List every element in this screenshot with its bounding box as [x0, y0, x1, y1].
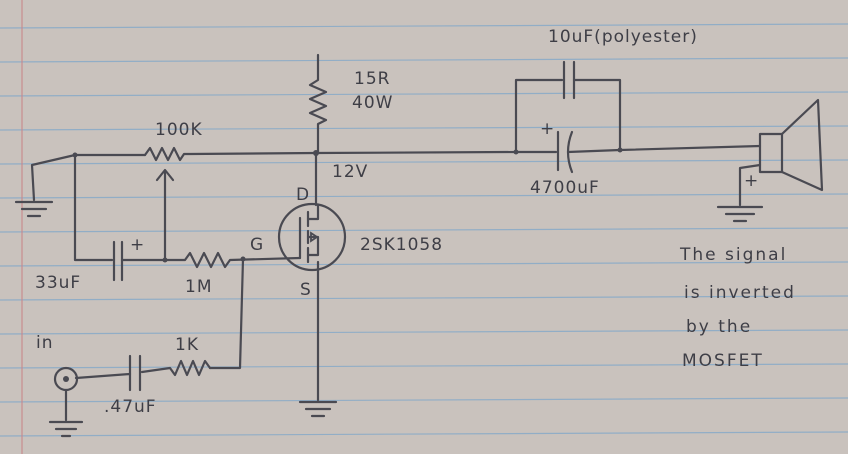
- ground-symbol-source: [298, 400, 338, 418]
- resistor-1m: [163, 251, 302, 269]
- left-ground-lead: [30, 153, 77, 202]
- label-1m: 1M: [185, 277, 212, 297]
- speaker-cone: [780, 98, 824, 192]
- label-mosfet-part: 2SK1058: [360, 235, 443, 255]
- label-047uf: .47uF: [104, 397, 157, 417]
- out-to-speaker-wire: [618, 144, 762, 152]
- label-100k: 100K: [155, 120, 203, 140]
- label-40w: 40W: [352, 93, 393, 113]
- ruled-lines: [0, 23, 848, 437]
- note-line-4: MOSFET: [682, 351, 764, 371]
- ground-symbol-speaker: [716, 205, 764, 223]
- label-10uf: 10uF(polyester): [548, 27, 698, 47]
- rail-right-wire: [314, 150, 518, 155]
- plus-4700uf: +: [540, 119, 555, 139]
- plus-speaker: +: [744, 171, 759, 191]
- cap-047uf: [128, 354, 142, 392]
- out-wire-b: [566, 148, 622, 154]
- pot-100k: [143, 146, 318, 162]
- label-input: in: [36, 333, 54, 353]
- bypass-right-wire: [572, 78, 622, 152]
- mosfet-body: [277, 202, 347, 272]
- label-pin-d: D: [296, 185, 310, 205]
- label-15r: 15R: [354, 69, 390, 89]
- ground-symbol-left: [14, 200, 54, 218]
- input-wire: [74, 372, 132, 380]
- cap-10uf: [562, 60, 576, 100]
- label-1k: 1K: [175, 335, 199, 355]
- label-12v: 12V: [332, 162, 368, 182]
- plus-33uf: +: [130, 235, 145, 255]
- bypass-left-wire: [514, 78, 564, 154]
- label-pin-s: S: [300, 280, 312, 300]
- label-4700uf: 4700uF: [530, 178, 600, 198]
- speaker-magnet: [758, 132, 784, 174]
- label-pin-g: G: [250, 235, 264, 255]
- resistor-1k: [140, 359, 212, 377]
- input-jack-center: [63, 376, 69, 382]
- gate-to-input-wire: [208, 257, 245, 370]
- note-line-2: is inverted: [684, 283, 796, 303]
- resistor-15r: [308, 53, 328, 155]
- ground-symbol-input: [48, 420, 84, 438]
- note-line-3: by the: [686, 317, 752, 337]
- label-33uf: 33uF: [35, 273, 81, 293]
- speaker-ground-lead: [738, 163, 762, 207]
- feedback-left-wire: [73, 153, 114, 262]
- cap-33uf: [112, 240, 124, 282]
- pot-wiper-arrow: [155, 168, 175, 182]
- mosfet-arrow: [310, 231, 319, 243]
- note-line-1: The signal: [679, 245, 787, 265]
